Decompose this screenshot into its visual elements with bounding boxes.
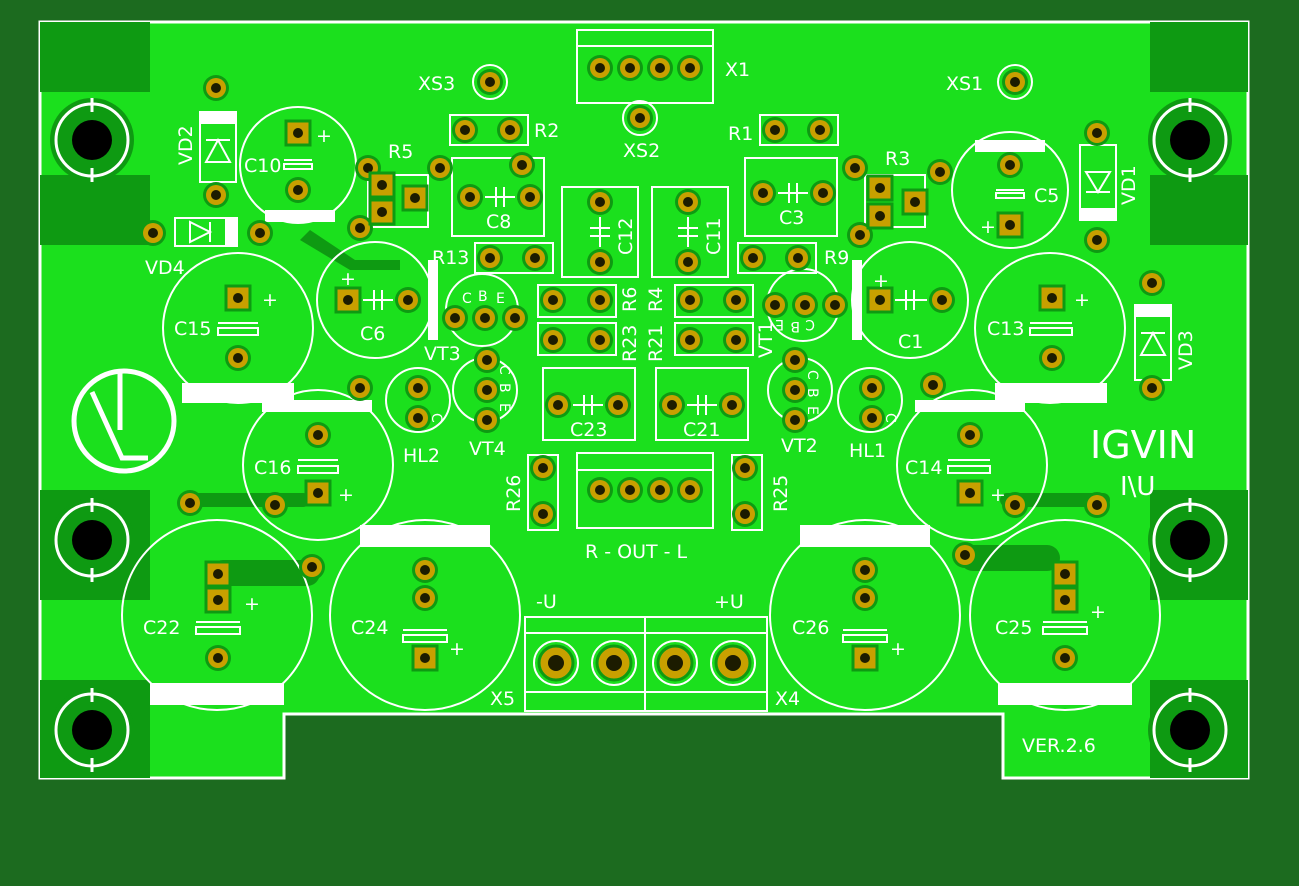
- mounting-hole-tr: [1146, 96, 1234, 184]
- svg-text:C: C: [462, 291, 472, 307]
- svg-text:B: B: [790, 318, 800, 334]
- label-R21: R21: [645, 325, 667, 362]
- label-C25: C25: [995, 617, 1032, 639]
- svg-text:+: +: [244, 593, 260, 615]
- label-HL2: HL2: [403, 445, 440, 467]
- label-VT1: VT1: [755, 321, 777, 358]
- label-VT2: VT2: [781, 435, 818, 457]
- label-R23: R23: [619, 325, 641, 362]
- svg-text:+: +: [890, 638, 906, 660]
- label-C21: C21: [683, 419, 720, 441]
- svg-text:E: E: [775, 316, 784, 332]
- label-C22: C22: [143, 617, 180, 639]
- label-VD3: VD3: [1175, 330, 1197, 370]
- label-R5: R5: [388, 141, 413, 163]
- mounting-hole-tl: [48, 96, 136, 184]
- mounting-hole-ml: [48, 496, 136, 584]
- label-VD4: VD4: [145, 257, 185, 279]
- label-C10: C10: [244, 155, 281, 177]
- svg-text:+: +: [873, 270, 889, 292]
- label-neg-supply: -U: [536, 591, 557, 613]
- svg-text:C: C: [428, 413, 444, 423]
- label-R2: R2: [534, 120, 559, 142]
- cap-symbols: [195, 159, 1088, 643]
- label-XS1: XS1: [946, 73, 983, 95]
- power-terminals: [533, 640, 756, 686]
- label-R25: R25: [770, 475, 792, 512]
- polarity-marks: + + + + + + + + + + + +: [244, 125, 1106, 660]
- label-VD1: VD1: [1118, 165, 1140, 205]
- label-R4: R4: [645, 287, 667, 312]
- svg-text:E: E: [496, 403, 512, 412]
- label-C26: C26: [792, 617, 829, 639]
- mounting-hole-br: [1146, 686, 1234, 774]
- svg-text:+: +: [262, 289, 278, 311]
- svg-text:+: +: [980, 216, 996, 238]
- label-VT3: VT3: [424, 343, 461, 365]
- label-R6: R6: [619, 287, 641, 312]
- brand-logo-icon: [71, 368, 177, 474]
- label-VT4: VT4: [469, 438, 506, 460]
- svg-text:+: +: [316, 125, 332, 147]
- label-XS3: XS3: [418, 73, 455, 95]
- svg-text:+: +: [1090, 601, 1106, 623]
- label-X4: X4: [775, 688, 800, 710]
- svg-text:C: C: [804, 370, 820, 380]
- label-X1: X1: [725, 59, 750, 81]
- svg-text:+: +: [340, 268, 356, 290]
- label-C3: C3: [779, 207, 804, 229]
- svg-text:B: B: [496, 383, 512, 393]
- label-version: VER.2.6: [1022, 735, 1096, 757]
- label-R9: R9: [824, 247, 849, 269]
- label-XS2: XS2: [623, 140, 660, 162]
- label-C13: C13: [987, 318, 1024, 340]
- label-C12: C12: [615, 218, 637, 255]
- label-C6: C6: [360, 323, 385, 345]
- capacitor-stripes: [150, 140, 1132, 705]
- label-brand-sub: I\U: [1120, 472, 1155, 502]
- mounting-hole-mr: [1146, 496, 1234, 584]
- transistor-pin-labels: C B E C B E C B E C B E C C: [428, 289, 898, 423]
- label-C14: C14: [905, 457, 942, 479]
- label-C8: C8: [486, 211, 511, 233]
- label-output: R - OUT - L: [585, 541, 688, 563]
- label-pos-supply: +U: [714, 591, 744, 613]
- label-C15: C15: [174, 318, 211, 340]
- svg-text:+: +: [990, 484, 1006, 506]
- label-X5: X5: [490, 688, 515, 710]
- mounting-hole-bl: [48, 686, 136, 774]
- label-C23: C23: [570, 419, 607, 441]
- rotated-labels: VD2 VD1 VD3 C12 C11 R6 R4 R23 R21 VT1 R2…: [175, 125, 1197, 512]
- diode-symbols: [189, 137, 1167, 356]
- label-HL1: HL1: [849, 440, 886, 462]
- diode-bodies: [200, 112, 1171, 317]
- label-R3: R3: [885, 148, 910, 170]
- label-R1: R1: [728, 123, 753, 145]
- reference-labels: X1 XS3 XS1 XS2 R2 R1 R5 R3 C10 C5 C8 C3 …: [143, 59, 1196, 757]
- svg-text:B: B: [804, 388, 820, 398]
- label-C1: C1: [898, 331, 923, 353]
- label-R13: R13: [432, 247, 469, 269]
- svg-text:C: C: [882, 413, 898, 423]
- svg-text:+: +: [449, 638, 465, 660]
- svg-text:E: E: [804, 406, 820, 415]
- svg-text:+: +: [1074, 289, 1090, 311]
- svg-text:+: +: [338, 484, 354, 506]
- label-C16: C16: [254, 457, 291, 479]
- label-R26: R26: [503, 475, 525, 512]
- svg-text:E: E: [496, 291, 505, 307]
- label-VD2: VD2: [175, 125, 197, 165]
- label-brand: IGVIN: [1090, 423, 1196, 467]
- svg-text:C: C: [496, 365, 512, 375]
- label-C5: C5: [1034, 185, 1059, 207]
- svg-text:B: B: [478, 289, 488, 305]
- label-C11: C11: [703, 218, 725, 255]
- svg-text:C: C: [805, 316, 815, 332]
- label-C24: C24: [351, 617, 388, 639]
